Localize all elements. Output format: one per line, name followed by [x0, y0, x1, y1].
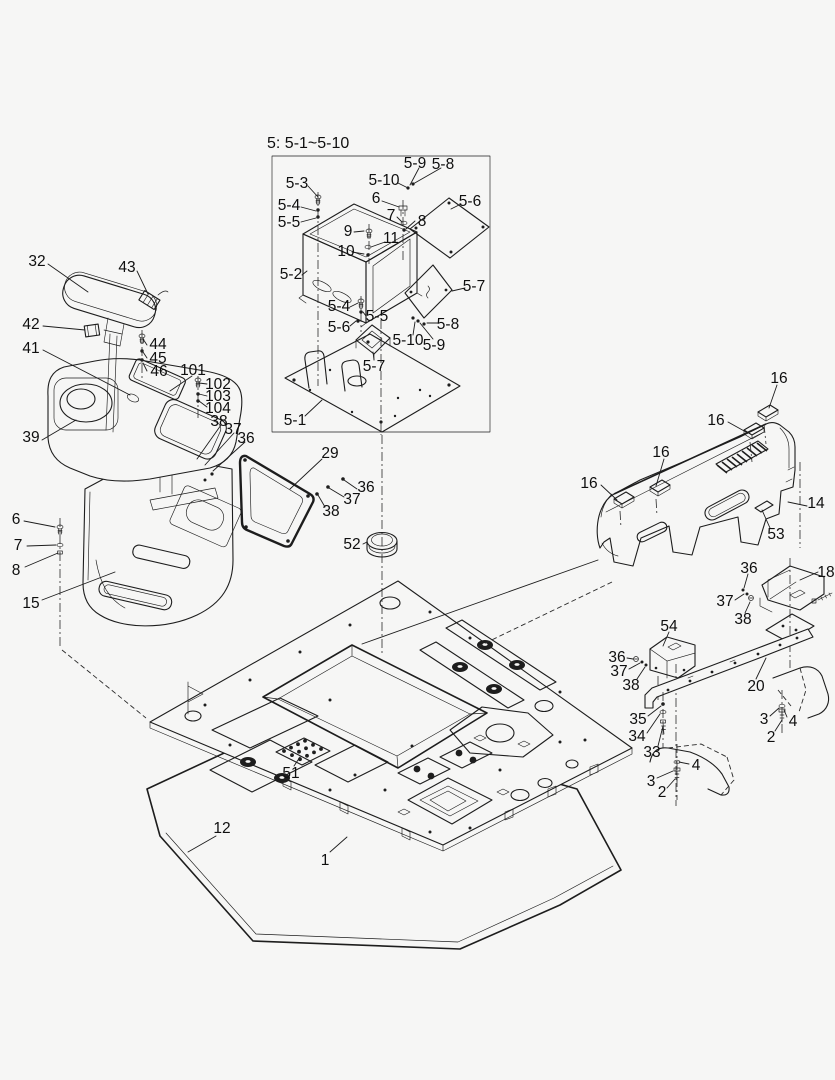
callout: 15	[22, 595, 39, 612]
callout: 102	[205, 376, 231, 393]
callout: 29	[321, 445, 338, 462]
callout: 8	[12, 562, 21, 579]
callout: 45	[149, 350, 166, 367]
callout: 2	[767, 729, 776, 746]
callout: 6	[12, 511, 21, 528]
callout: 5-4	[278, 197, 301, 214]
callout: 5-3	[286, 175, 308, 192]
callout: 32	[28, 253, 45, 270]
callout: 18	[817, 564, 834, 581]
callout: 4	[692, 757, 701, 774]
callout: 37	[224, 421, 241, 438]
callout: 104	[205, 400, 231, 417]
callout: 51	[282, 765, 299, 782]
callout: 20	[747, 678, 765, 695]
callout: 5-6	[459, 193, 481, 210]
callout: 52	[343, 536, 360, 553]
callout: 5-9	[404, 155, 426, 172]
callout: 38	[210, 413, 227, 430]
callout: 2	[658, 784, 667, 801]
callout: 5-7	[463, 278, 485, 295]
callout: 7	[14, 537, 23, 554]
callout: 5-8	[432, 156, 454, 173]
callout: 34	[628, 728, 646, 745]
callout: 4	[789, 713, 798, 730]
console-fasteners	[56, 330, 202, 719]
callout: 37	[716, 593, 733, 610]
callout: 3	[647, 773, 656, 790]
floor-plate-1	[149, 580, 633, 852]
callout: 9	[344, 223, 353, 240]
callout: 41	[22, 340, 39, 357]
callout: 43	[118, 259, 135, 276]
callout: 35	[629, 711, 646, 728]
connector-43	[138, 290, 161, 311]
callout: 3	[760, 711, 769, 728]
callout: 14	[807, 495, 825, 512]
callout: 5-1	[284, 412, 306, 429]
callout: 12	[213, 820, 230, 837]
detail-box-5	[271, 155, 491, 435]
bracket-18	[741, 558, 833, 668]
callout: 5-9	[423, 337, 445, 354]
callout: 5-7	[363, 358, 385, 375]
callout: 16	[770, 370, 787, 387]
callout: 36	[608, 649, 625, 666]
callout: 38	[622, 677, 639, 694]
callout: 1	[321, 852, 330, 869]
alignment-line	[361, 559, 599, 645]
callout: 16	[580, 475, 597, 492]
callout: 8	[418, 213, 427, 230]
console-top-39	[47, 358, 243, 482]
callout: 5-5	[366, 308, 388, 325]
callout: 36	[740, 560, 757, 577]
armrest-32	[62, 271, 169, 433]
foot-bracket-right	[772, 666, 830, 736]
pedal-plate-51-perforations	[282, 738, 323, 762]
callout: 5-4	[328, 298, 351, 315]
callout: 37	[610, 663, 627, 680]
callout: 10	[337, 243, 355, 260]
callout: 101	[180, 362, 206, 379]
callout: 39	[22, 429, 39, 446]
callout: 54	[660, 618, 678, 635]
callout: 38	[734, 611, 751, 628]
callout: 16	[652, 444, 669, 461]
callout: 37	[343, 491, 360, 508]
callout: 16	[707, 412, 724, 429]
callout: 42	[22, 316, 39, 333]
foot-bracket-lower	[649, 743, 735, 800]
callout: 6	[372, 190, 381, 207]
callout: 38	[322, 503, 339, 520]
callout: 46	[150, 363, 167, 380]
callout: 5-10	[368, 172, 399, 189]
support-bar-20	[644, 628, 814, 709]
alignment-line-dashed	[474, 581, 613, 649]
callout-labels: 5: 5-1~5-10 5-3 5-9 5-8 5-10 5-4 6 7 8 5…	[12, 135, 835, 869]
callout: 33	[643, 744, 660, 761]
callout: 5-8	[437, 316, 459, 333]
fastener-stack-33-34-35	[659, 692, 667, 748]
callout: 36	[357, 479, 374, 496]
callout: 36	[237, 430, 254, 447]
detail-box-title: 5: 5-1~5-10	[267, 135, 349, 152]
callout: 5-5	[278, 214, 300, 231]
callout: 5-6	[328, 319, 350, 336]
callout: 53	[767, 526, 784, 543]
plate-bolt-holes	[203, 610, 587, 834]
callout: 44	[149, 336, 167, 353]
callout: 11	[383, 230, 399, 247]
callout: 5-2	[280, 266, 302, 283]
callout: 7	[387, 207, 396, 224]
callout: 5-10	[392, 332, 423, 349]
gasket-panel-29	[238, 454, 345, 548]
console-housing-15	[82, 445, 242, 627]
callout: 103	[205, 388, 231, 405]
leader-lines	[23, 167, 819, 853]
side-cover-14	[596, 422, 796, 567]
clip-42	[83, 323, 101, 338]
